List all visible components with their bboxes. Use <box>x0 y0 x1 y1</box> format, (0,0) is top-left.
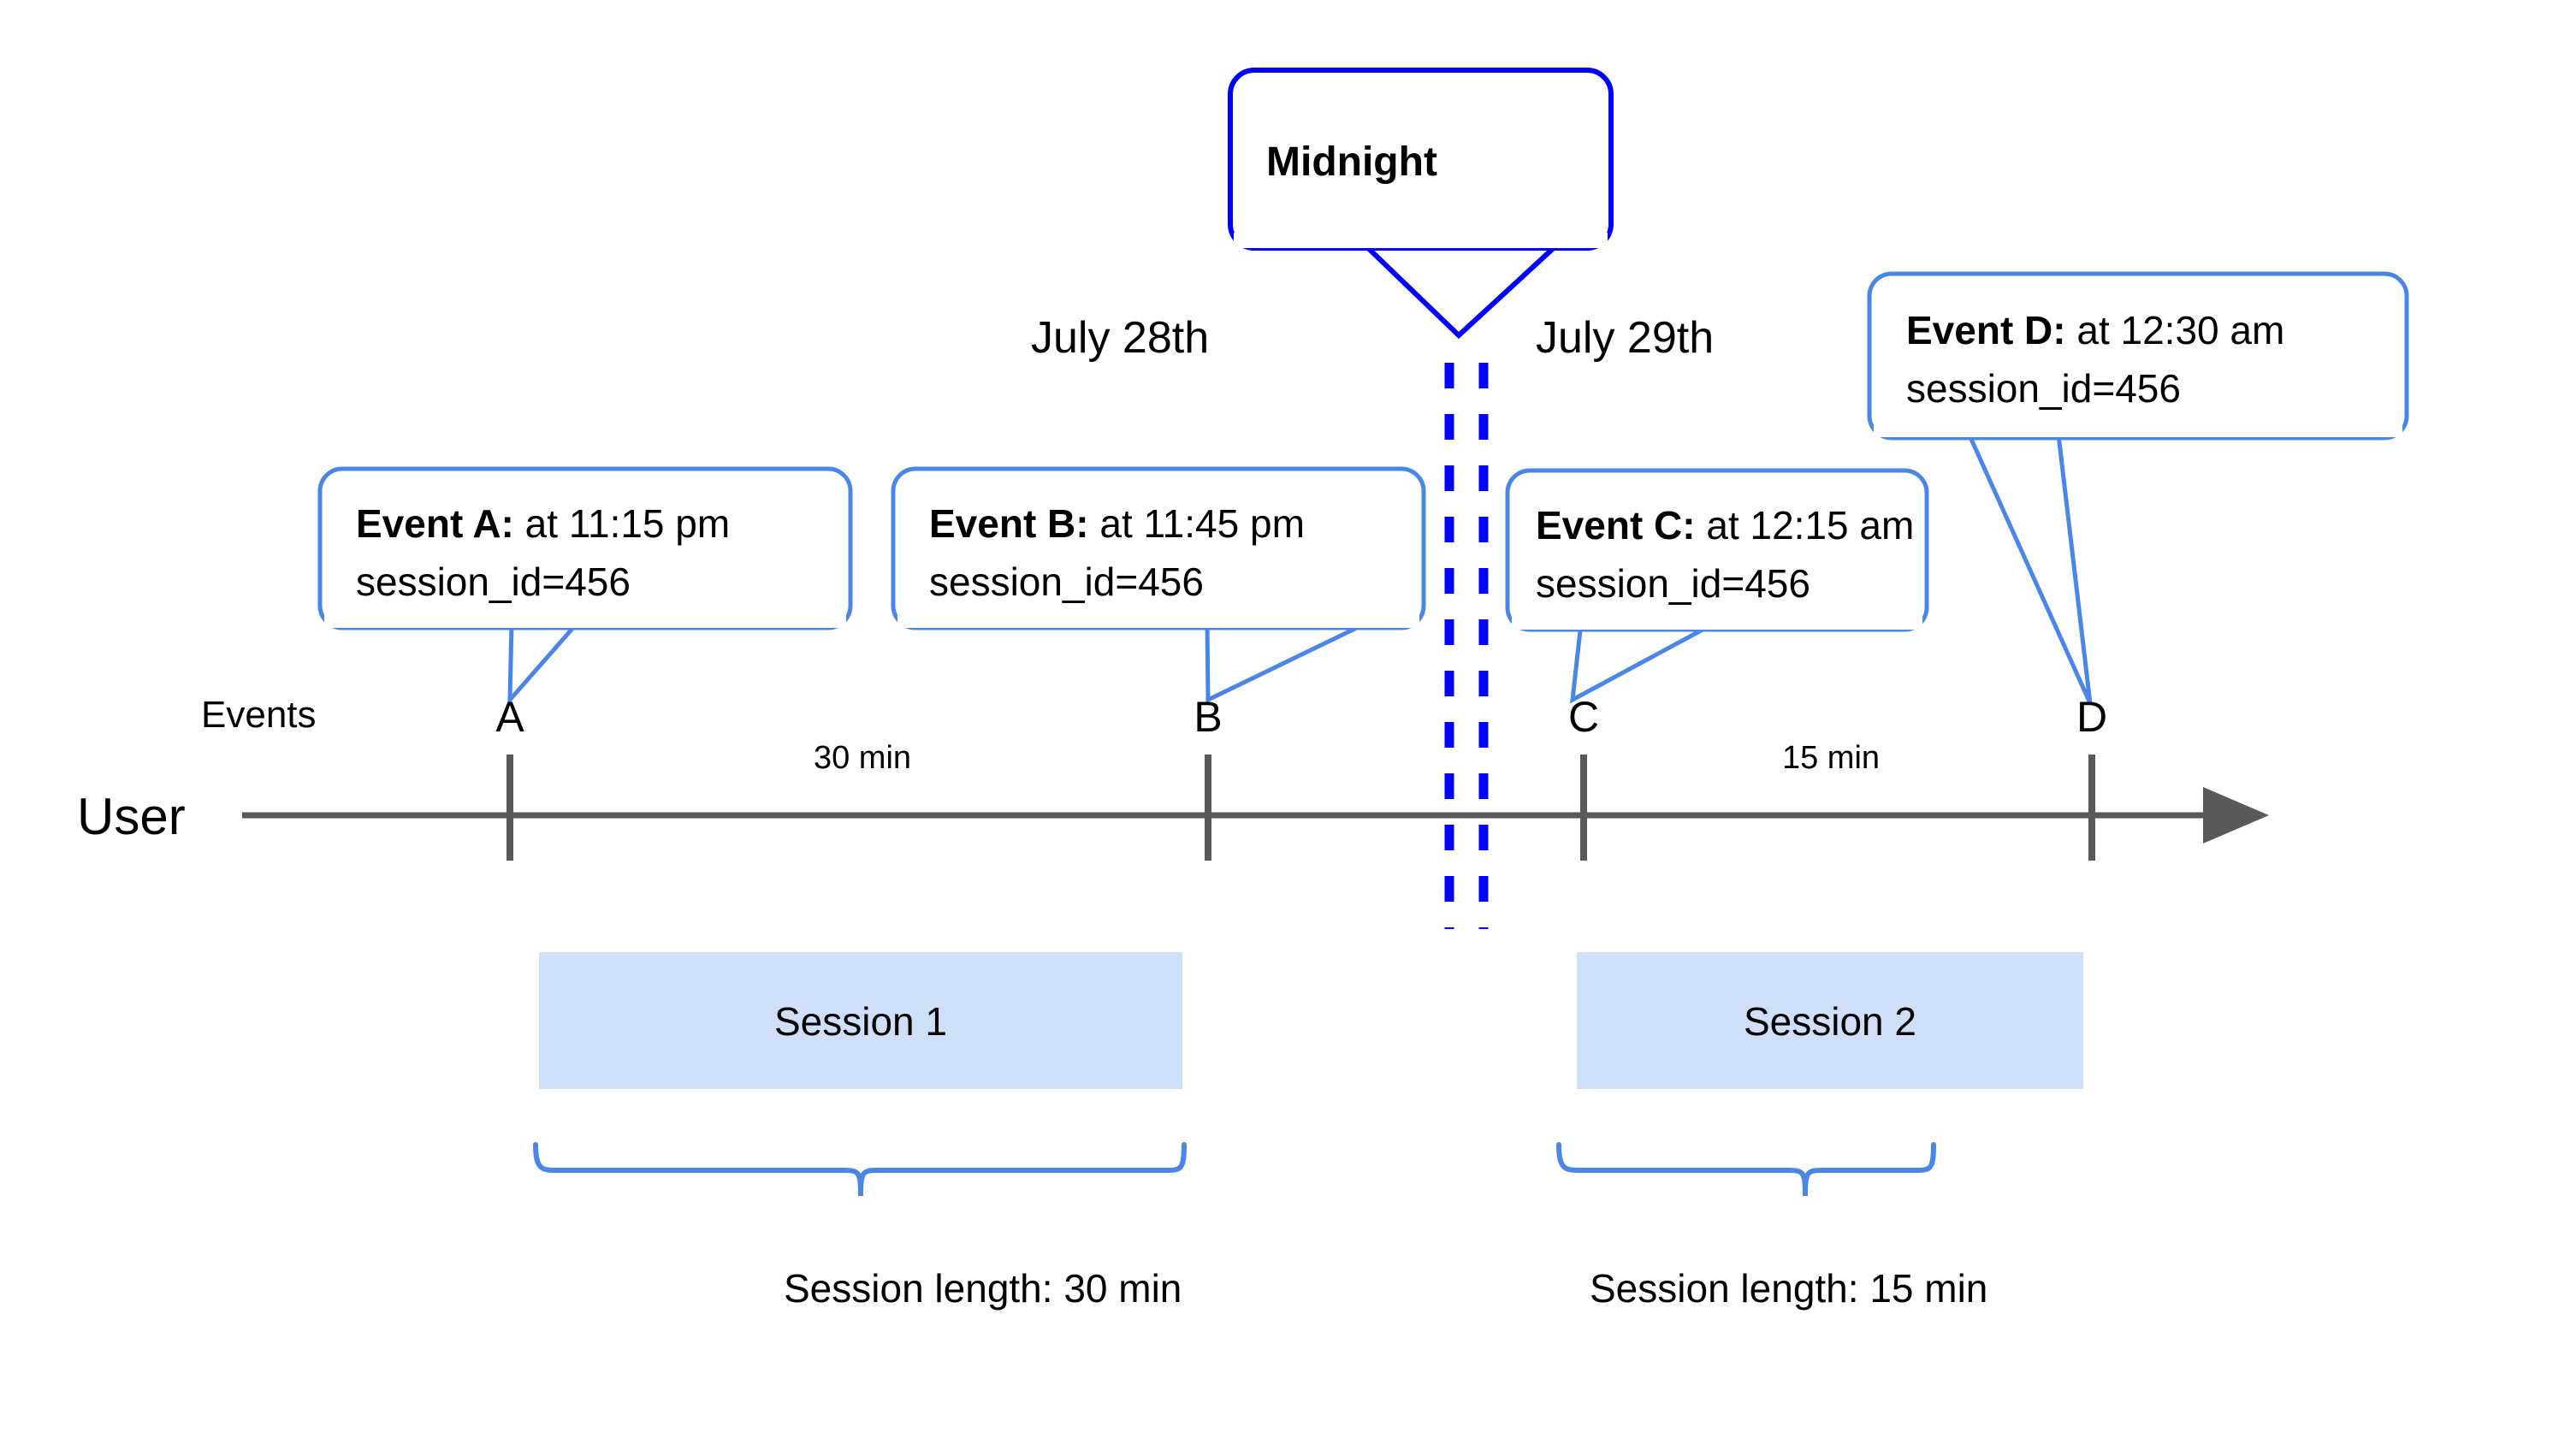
event-callout-a[interactable]: Event A: at 11:15 pm session_id=456 <box>317 466 853 706</box>
event-callout-c-line2: session_id=456 <box>1536 561 1810 606</box>
event-callout-c-title: Event C: <box>1536 503 1696 547</box>
marker-label-d: D <box>2076 693 2107 741</box>
interval-label-30min: 30 min <box>814 740 911 776</box>
midnight-tail-mask <box>1234 233 1608 248</box>
event-callout-a-tail <box>507 620 583 706</box>
session-box-2-label: Session 2 <box>1744 999 1916 1044</box>
midnight-callout[interactable]: Midnight <box>1228 68 1614 340</box>
midnight-callout-tail <box>1359 244 1562 340</box>
lane-label-events: Events <box>201 694 317 736</box>
event-callout-d-title: Event D: <box>1906 308 2066 352</box>
event-callout-a-box <box>317 466 853 630</box>
event-callout-d-tail-mask <box>1874 423 2402 437</box>
marker-label-a: A <box>495 693 524 741</box>
session-brace-2 <box>1556 1142 1936 1197</box>
event-callout-b-title: Event B: <box>929 501 1089 546</box>
event-callout-d-detail: at 12:30 am <box>2066 308 2285 352</box>
date-label-july-29: July 29th <box>1536 313 1714 363</box>
marker-label-b: B <box>1194 693 1222 741</box>
event-callout-a-line1: Event A: at 11:15 pm <box>356 501 730 546</box>
event-callout-a-line2: session_id=456 <box>356 559 631 604</box>
event-callout-b-line1: Event B: at 11:45 pm <box>929 501 1305 546</box>
marker-label-c: C <box>1568 693 1599 741</box>
event-callout-d-line2: session_id=456 <box>1906 366 2181 411</box>
event-callout-b-tail-mask <box>897 614 1419 628</box>
event-callout-a-tail-mask <box>324 614 846 628</box>
midnight-callout-label: Midnight <box>1266 139 1437 185</box>
event-callout-d-tail <box>1963 425 2093 705</box>
event-callout-a-detail: at 11:15 pm <box>514 501 730 546</box>
midnight-boundary-lines <box>1444 363 1489 929</box>
event-callout-a-title: Event A: <box>356 501 514 546</box>
event-callout-d[interactable]: Event D: at 12:30 am session_id=456 <box>1867 271 2409 705</box>
session-box-2-rect <box>1577 952 2083 1089</box>
event-callout-d-box <box>1867 271 2409 441</box>
date-label-july-28: July 28th <box>1031 313 1209 363</box>
interval-label-15min: 15 min <box>1782 740 1880 776</box>
session-length-label-1: Session length: 30 min <box>784 1266 1182 1311</box>
event-callout-d-line1: Event D: at 12:30 am <box>1906 308 2284 352</box>
event-callout-c[interactable]: Event C: at 12:15 am session_id=456 <box>1505 468 1929 704</box>
timeline-axis <box>242 755 2269 861</box>
event-callout-c-detail: at 12:15 am <box>1696 503 1915 547</box>
event-callout-b-detail: at 11:45 pm <box>1089 501 1305 546</box>
event-callout-b-tail <box>1205 620 1369 703</box>
event-callout-b-line2: session_id=456 <box>929 559 1204 604</box>
event-callout-c-line1: Event C: at 12:15 am <box>1536 503 1914 547</box>
session-box-1-rect <box>539 952 1182 1089</box>
event-callout-b[interactable]: Event B: at 11:45 pm session_id=456 <box>891 466 1426 703</box>
session-box-2[interactable]: Session 2 <box>1577 952 2083 1089</box>
timeline-arrow-icon <box>2203 787 2269 843</box>
event-callout-c-box <box>1505 468 1929 632</box>
session-brace-1 <box>533 1142 1187 1197</box>
event-callout-b-box <box>891 466 1426 630</box>
event-callout-c-tail-mask <box>1512 616 1922 630</box>
session-box-1-label: Session 1 <box>774 999 947 1044</box>
event-callout-c-tail <box>1569 620 1717 704</box>
session-box-1[interactable]: Session 1 <box>539 952 1182 1089</box>
session-length-label-2: Session length: 15 min <box>1590 1266 1987 1311</box>
lane-label-user: User <box>77 788 186 845</box>
